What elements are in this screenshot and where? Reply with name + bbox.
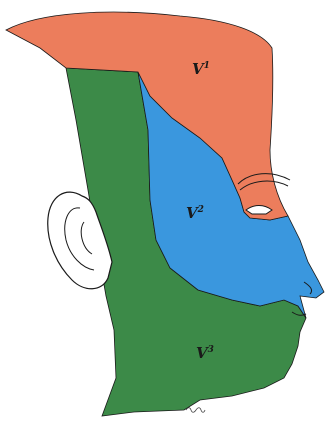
artist-signature (186, 408, 205, 413)
